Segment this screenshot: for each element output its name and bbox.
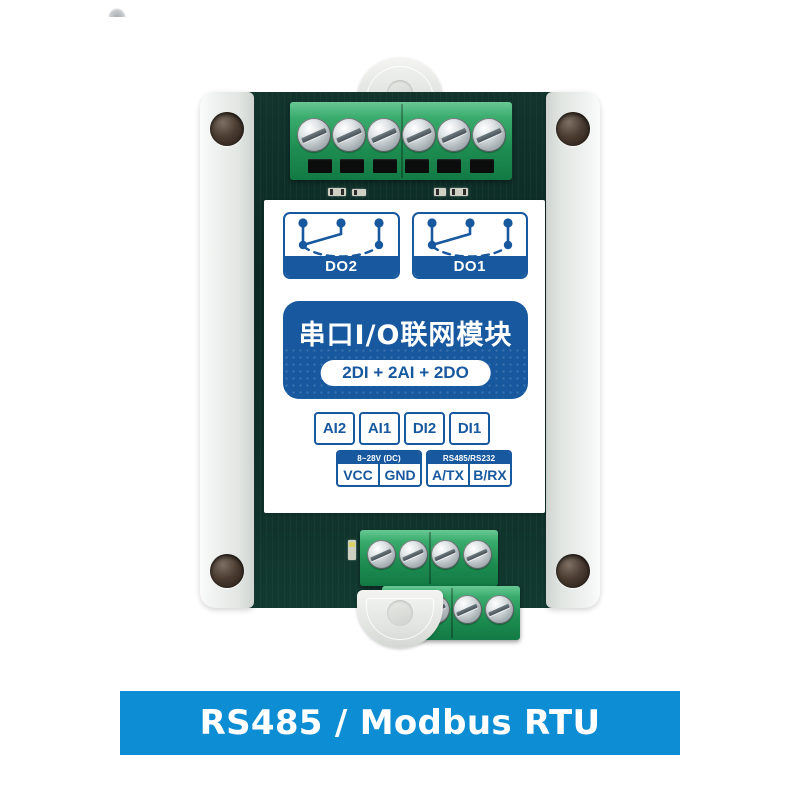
bottom-terminal-block-rear: [360, 530, 498, 586]
wire-port: [405, 159, 430, 173]
relay-label-do1: DO1: [413, 256, 526, 277]
io-terminal-di2: DI2: [404, 412, 445, 445]
top-terminal-screw-row: [290, 116, 512, 154]
screw-terminal: [430, 539, 460, 569]
product-spec-pill: 2DI + 2AI + 2DO: [320, 360, 491, 386]
enclosure-rail-right: [546, 92, 600, 608]
wire-port: [469, 159, 494, 173]
relay-card-do1: DO1: [411, 212, 528, 279]
power-voltage-header: 8~28V (DC): [338, 452, 420, 464]
relay-card-do2: DO2: [283, 212, 400, 279]
mounting-hole-top-right: [556, 112, 590, 146]
banner-title: RS485 / Modbus RTU: [199, 703, 601, 743]
screw-terminal: [436, 118, 471, 152]
wire-port: [308, 159, 333, 173]
bottom-terminal-rear-seam: [429, 532, 431, 584]
top-terminal-seam: [401, 104, 403, 178]
mounting-hole-bottom-left: [210, 554, 244, 588]
relay-contact-icon: [298, 218, 384, 256]
power-serial-legend-row: 8~28V (DC) VCC GND RS485/RS232 A/TX B/RX: [336, 450, 512, 487]
bottom-terminal-front-seam: [451, 588, 453, 638]
enclosure-rail-left: [200, 92, 254, 608]
screw-terminal: [484, 594, 514, 624]
device-photo: DO2 DO1: [200, 40, 600, 670]
relay-label-do2: DO2: [285, 256, 398, 277]
serial-bus-header: RS485/RS232: [428, 452, 510, 464]
screw-terminal: [366, 539, 396, 569]
wire-port: [437, 159, 462, 173]
io-terminal-di1: DI1: [449, 412, 490, 445]
screw-terminal: [471, 118, 506, 152]
product-title-cn: 串口I/O联网模块: [298, 320, 513, 351]
product-label-panel: DO2 DO1: [264, 200, 545, 513]
serial-pin-cells: A/TX B/RX: [428, 464, 510, 485]
smd-component: [450, 188, 468, 196]
mounting-hole-bottom-right: [556, 554, 590, 588]
top-terminal-port-row: [290, 159, 512, 174]
wire-port: [372, 159, 397, 173]
smd-component: [328, 188, 346, 196]
bottom-terminal-rear-screw-row: [360, 538, 498, 570]
screw-terminal: [366, 118, 401, 152]
screw-terminal: [452, 594, 482, 624]
screw-terminal: [296, 118, 331, 152]
mounting-tab-bottom-hole: [387, 600, 413, 626]
power-pin-gnd: GND: [378, 464, 420, 485]
power-pin-vcc: VCC: [343, 466, 373, 483]
screw-terminal: [462, 539, 492, 569]
wire-port: [340, 159, 365, 173]
io-terminal-legend-row: AI2 AI1 DI2 DI1: [314, 412, 490, 445]
smd-component: [352, 189, 366, 196]
smd-component: [434, 188, 446, 196]
serial-pin-b-rx: B/RX: [468, 464, 510, 485]
smd-component: [348, 540, 356, 560]
mounting-hole-top-left: [210, 112, 244, 146]
serial-terminal-group: RS485/RS232 A/TX B/RX: [426, 450, 512, 487]
product-title-banner: 串口I/O联网模块 2DI + 2AI + 2DO: [283, 301, 528, 399]
bottom-banner: RS485 / Modbus RTU: [120, 691, 680, 755]
screw-terminal: [331, 118, 366, 152]
io-terminal-ai1: AI1: [359, 412, 400, 445]
relay-diagram-row: DO2 DO1: [283, 212, 528, 279]
top-terminal-block: [290, 102, 512, 180]
relay-contact-icon: [426, 218, 513, 256]
power-pin-cells: VCC GND: [338, 464, 420, 485]
io-terminal-ai2: AI2: [314, 412, 355, 445]
screw-terminal: [401, 118, 436, 152]
image-artifact: [108, 8, 126, 17]
power-terminal-group: 8~28V (DC) VCC GND: [336, 450, 422, 487]
serial-pin-a-tx: A/TX: [432, 466, 464, 483]
screw-terminal: [398, 539, 428, 569]
